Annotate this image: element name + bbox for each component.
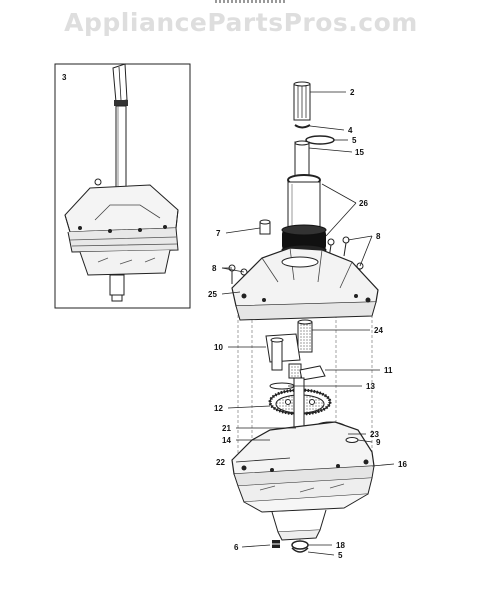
callout-11: 11 (384, 366, 393, 375)
part-7-plug (259, 219, 271, 235)
part-24-spline-gear (297, 319, 313, 353)
watermark: AppliancePartsPros.com (64, 8, 418, 37)
callout-14: 14 (222, 436, 231, 445)
callout-22: 22 (216, 458, 225, 467)
callout-26: 26 (359, 199, 368, 208)
top-edge-text-fragment (215, 0, 285, 3)
callout-16: 16 (398, 460, 407, 469)
part-25-cover (231, 247, 379, 321)
callout-15: 15 (355, 148, 364, 157)
callout-labels: 2 4 5 15 26 7 8 8 25 24 10 11 13 12 21 1… (208, 88, 407, 560)
callout-23: 23 (370, 430, 379, 439)
callout-25: 25 (208, 290, 217, 299)
callout-10: 10 (214, 343, 223, 352)
part-9-bearing (345, 437, 359, 443)
inset-label: 3 (62, 73, 67, 82)
part-18-seal (291, 540, 309, 550)
part-5-bottom-washer (291, 547, 309, 553)
part-16-gear-housing (231, 421, 375, 541)
inset-housing (64, 178, 179, 302)
callout-5-bottom: 5 (338, 551, 343, 560)
callout-12: 12 (214, 404, 223, 413)
part-4-clip (294, 124, 311, 129)
part-2-top-shaft-coupling (293, 81, 311, 121)
part-11-gear-shaft (288, 363, 326, 381)
callout-4: 4 (348, 126, 353, 135)
callout-2: 2 (350, 88, 355, 97)
part-5-washer (305, 135, 335, 145)
part-26-shaft-tube-seals (281, 174, 327, 256)
part-15-shaft (294, 140, 310, 183)
callout-5: 5 (352, 136, 357, 145)
callout-9: 9 (376, 438, 381, 447)
inset-shaft (110, 63, 132, 200)
callout-7: 7 (216, 229, 221, 238)
callout-8-right: 8 (376, 232, 381, 241)
callout-18: 18 (336, 541, 345, 550)
callout-24: 24 (374, 326, 383, 335)
inset-assembled-view: 3 (54, 63, 191, 309)
leader-lines (221, 91, 395, 556)
part-6-drain-screw (272, 540, 280, 548)
part-10-bracket (265, 333, 301, 371)
callout-6: 6 (234, 543, 239, 552)
callout-21: 21 (222, 424, 231, 433)
callout-8-left: 8 (212, 264, 217, 273)
callout-13: 13 (366, 382, 375, 391)
